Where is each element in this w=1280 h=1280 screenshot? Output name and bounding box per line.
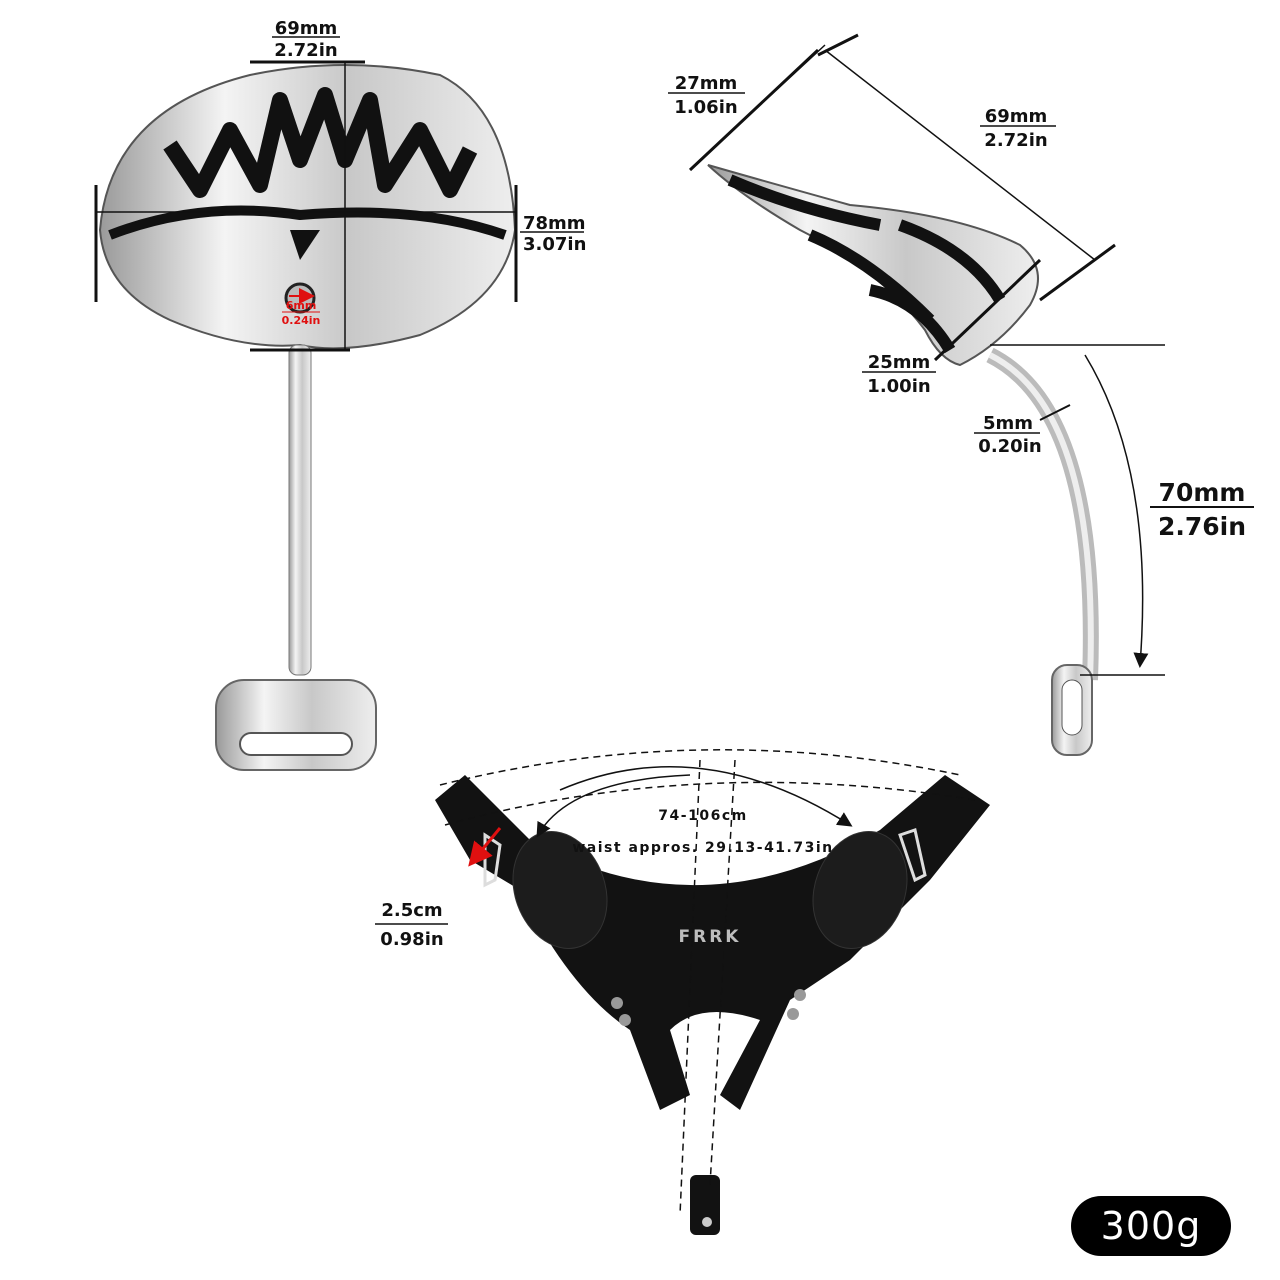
waist-in: waist appros. 29.13-41.73in <box>572 840 833 856</box>
strap-width-arrow <box>468 827 502 867</box>
front-width-in: 3.07in <box>523 234 586 255</box>
weight-badge: 300g <box>1071 1196 1231 1256</box>
brand-logo: FRRK <box>679 927 742 947</box>
front-top-mm: 69mm <box>275 18 338 39</box>
front-view-cage <box>98 64 517 771</box>
rod-length-in: 2.76in <box>1158 512 1246 541</box>
side-end-in: 1.00in <box>867 376 930 397</box>
front-top-in: 2.72in <box>274 40 337 61</box>
stem <box>288 344 312 676</box>
side-length-in: 2.72in <box>984 130 1047 151</box>
side-dimension-lines <box>668 33 1254 676</box>
waist-cm: 74-106cm <box>658 808 747 824</box>
strap-width-cm: 2.5cm <box>381 900 442 921</box>
side-end-mm: 25mm <box>868 352 931 373</box>
hole-mm: 6mm <box>286 299 317 312</box>
harness <box>435 775 990 1235</box>
hole-in: 0.24in <box>282 314 321 327</box>
harness-dimension-lines <box>439 749 976 1216</box>
rod-length-mm: 70mm <box>1159 478 1246 507</box>
front-width-mm: 78mm <box>523 213 586 234</box>
base-ring <box>215 679 377 771</box>
strap-width-in: 0.98in <box>380 929 443 950</box>
front-dimension-lines <box>94 36 584 352</box>
rod-in: 0.20in <box>978 436 1041 457</box>
side-view-cage <box>707 164 1099 756</box>
side-depth-mm: 27mm <box>675 73 738 94</box>
side-depth-in: 1.06in <box>674 97 737 118</box>
rod-mm: 5mm <box>983 413 1033 434</box>
side-length-mm: 69mm <box>985 106 1048 127</box>
